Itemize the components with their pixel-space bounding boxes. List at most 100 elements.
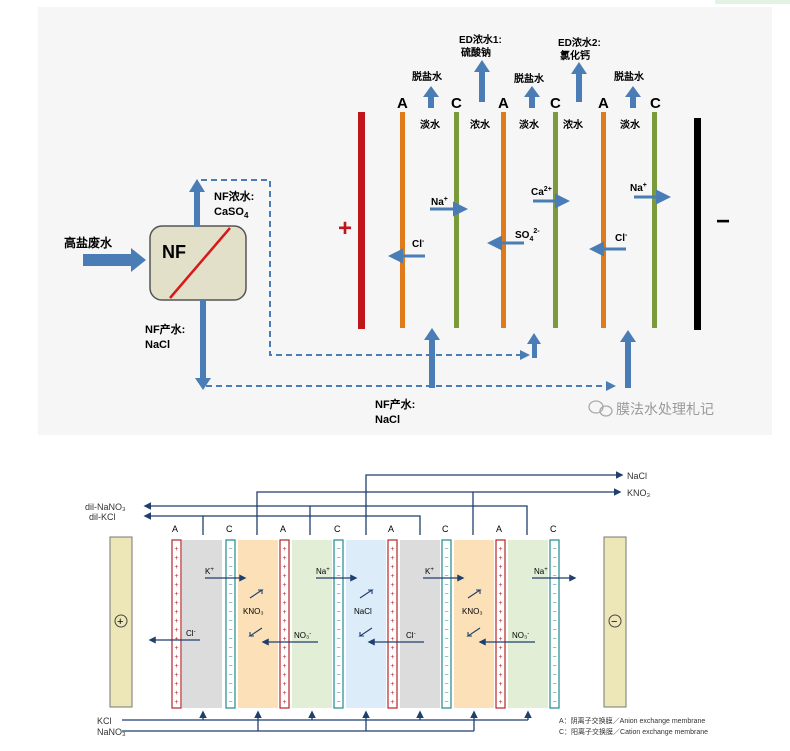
membrane-charge-mark: − (445, 609, 449, 616)
membrane-charge-mark: − (337, 690, 341, 697)
out-dil-nano3-label: dil-NaNO₃ (85, 502, 126, 512)
compartment-dilute-3: 淡水 (620, 118, 641, 131)
label-c-1: C (451, 95, 462, 112)
ion-na-b1: Na+ (316, 567, 330, 576)
feed-label: 高盐废水 (64, 235, 113, 250)
membrane-charge-mark: − (553, 627, 557, 634)
bottom-cathode-minus: − (611, 616, 617, 628)
bottom-anode-plus: + (117, 616, 123, 628)
membrane-charge-mark: − (553, 573, 557, 580)
membrane-charge-mark: + (499, 618, 503, 625)
membrane-charge-mark: − (445, 573, 449, 580)
membrane-charge-mark: + (391, 546, 395, 553)
nf-permeate-label-left: NF产水: (145, 322, 185, 336)
nf-membrane-box (149, 225, 247, 301)
membrane-charge-mark: − (445, 618, 449, 625)
dil-kcl-line (143, 512, 421, 535)
nf-permeate-formula-left: NaCl (145, 339, 170, 351)
membrane-charge-mark: + (175, 609, 179, 616)
membrane-charge-mark: + (391, 591, 395, 598)
label-a-2: A (498, 95, 509, 112)
bottom-label-c-3: C (442, 524, 449, 534)
ion-cl-b2: Cl- (406, 631, 416, 640)
kno3-output-line (256, 488, 622, 535)
cathode-electrode (694, 118, 701, 330)
out-nacl-label: NaCl (627, 471, 647, 481)
membrane-charge-mark: + (175, 663, 179, 670)
bottom-label-c-4: C (550, 524, 557, 534)
membrane-charge-mark: + (391, 609, 395, 616)
membrane-c-4 (333, 539, 344, 709)
ed-conc2-product: 氯化钙 (560, 49, 590, 62)
membrane-charge-mark: + (175, 564, 179, 571)
membrane-charge-mark: − (445, 645, 449, 652)
membrane-charge-mark: − (445, 582, 449, 589)
nf-permeate-label-bottom: NF产水: (375, 397, 415, 411)
ion-no3-2: NO₃- (512, 631, 529, 640)
membrane-charge-mark: + (391, 564, 395, 571)
membrane-charge-mark: − (229, 672, 233, 679)
membrane-charge-mark: + (283, 555, 287, 562)
membrane-charge-mark: − (553, 672, 557, 679)
product-nacl: NaCl (354, 607, 372, 616)
membrane-charge-mark: − (445, 690, 449, 697)
ion-k-2: K+ (425, 567, 434, 576)
cathode-minus-circle (608, 614, 622, 628)
label-a-1: A (397, 95, 408, 112)
top-edge-strip (715, 0, 790, 4)
membrane-charge-mark: − (553, 690, 557, 697)
membrane-charge-mark: + (499, 591, 503, 598)
membrane-a-7 (495, 539, 506, 709)
membrane-charge-mark: + (499, 672, 503, 679)
out-kno3-label: KNO₃ (627, 488, 651, 498)
ion-na-b2: Na+ (534, 567, 548, 576)
bottom-cathode (603, 536, 627, 708)
membrane-charge-mark: + (175, 627, 179, 634)
membrane-charge-mark: − (445, 591, 449, 598)
membrane-charge-mark: − (445, 546, 449, 553)
nf-concentrate-arrow (189, 179, 205, 227)
membrane-charge-mark: − (553, 591, 557, 598)
membrane-charge-mark: − (229, 618, 233, 625)
membrane-charge-mark: − (553, 645, 557, 652)
membrane-c-3 (652, 112, 657, 328)
membrane-charge-mark: + (175, 699, 179, 706)
membrane-charge-mark: − (229, 609, 233, 616)
compartment-dilute-2: 淡水 (519, 118, 540, 131)
membrane-a-1 (171, 539, 182, 709)
membrane-charge-mark: − (337, 672, 341, 679)
membrane-charge-mark: − (229, 690, 233, 697)
membrane-charge-mark: − (445, 663, 449, 670)
feed-arrow (83, 248, 146, 272)
ion-so4: SO42- (515, 228, 540, 243)
membrane-charge-mark: + (175, 681, 179, 688)
membrane-charge-mark: + (499, 627, 503, 634)
concentrate-dashed-route (201, 179, 530, 360)
membrane-charge-mark: − (337, 609, 341, 616)
membrane-charge-mark: − (553, 609, 557, 616)
anode-plus-circle (114, 614, 128, 628)
ion-k-1: K+ (205, 567, 214, 576)
membrane-charge-mark: + (283, 582, 287, 589)
product-kno3-2: KNO₃ (462, 607, 483, 616)
cell-orange-1 (238, 540, 278, 708)
membrane-c-6 (441, 539, 452, 709)
membrane-charge-mark: + (175, 546, 179, 553)
bottom-anode (109, 536, 133, 708)
desalted-label-2: 脱盐水 (514, 72, 545, 85)
cell-grey-2 (400, 540, 440, 708)
desalted-out-arrow-3 (625, 86, 641, 108)
membrane-charge-mark: + (283, 609, 287, 616)
membrane-charge-mark: − (553, 582, 557, 589)
membrane-charge-mark: − (337, 681, 341, 688)
membrane-charge-mark: + (283, 636, 287, 643)
membrane-charge-mark: + (499, 663, 503, 670)
membrane-charge-mark: + (283, 681, 287, 688)
membrane-charge-mark: + (499, 654, 503, 661)
membrane-charge-mark: − (229, 663, 233, 670)
watermark-text: 膜法水处理札记 (616, 401, 714, 417)
membrane-charge-mark: + (499, 573, 503, 580)
membrane-charge-mark: − (229, 681, 233, 688)
compartment-conc-1: 浓水 (470, 118, 491, 131)
